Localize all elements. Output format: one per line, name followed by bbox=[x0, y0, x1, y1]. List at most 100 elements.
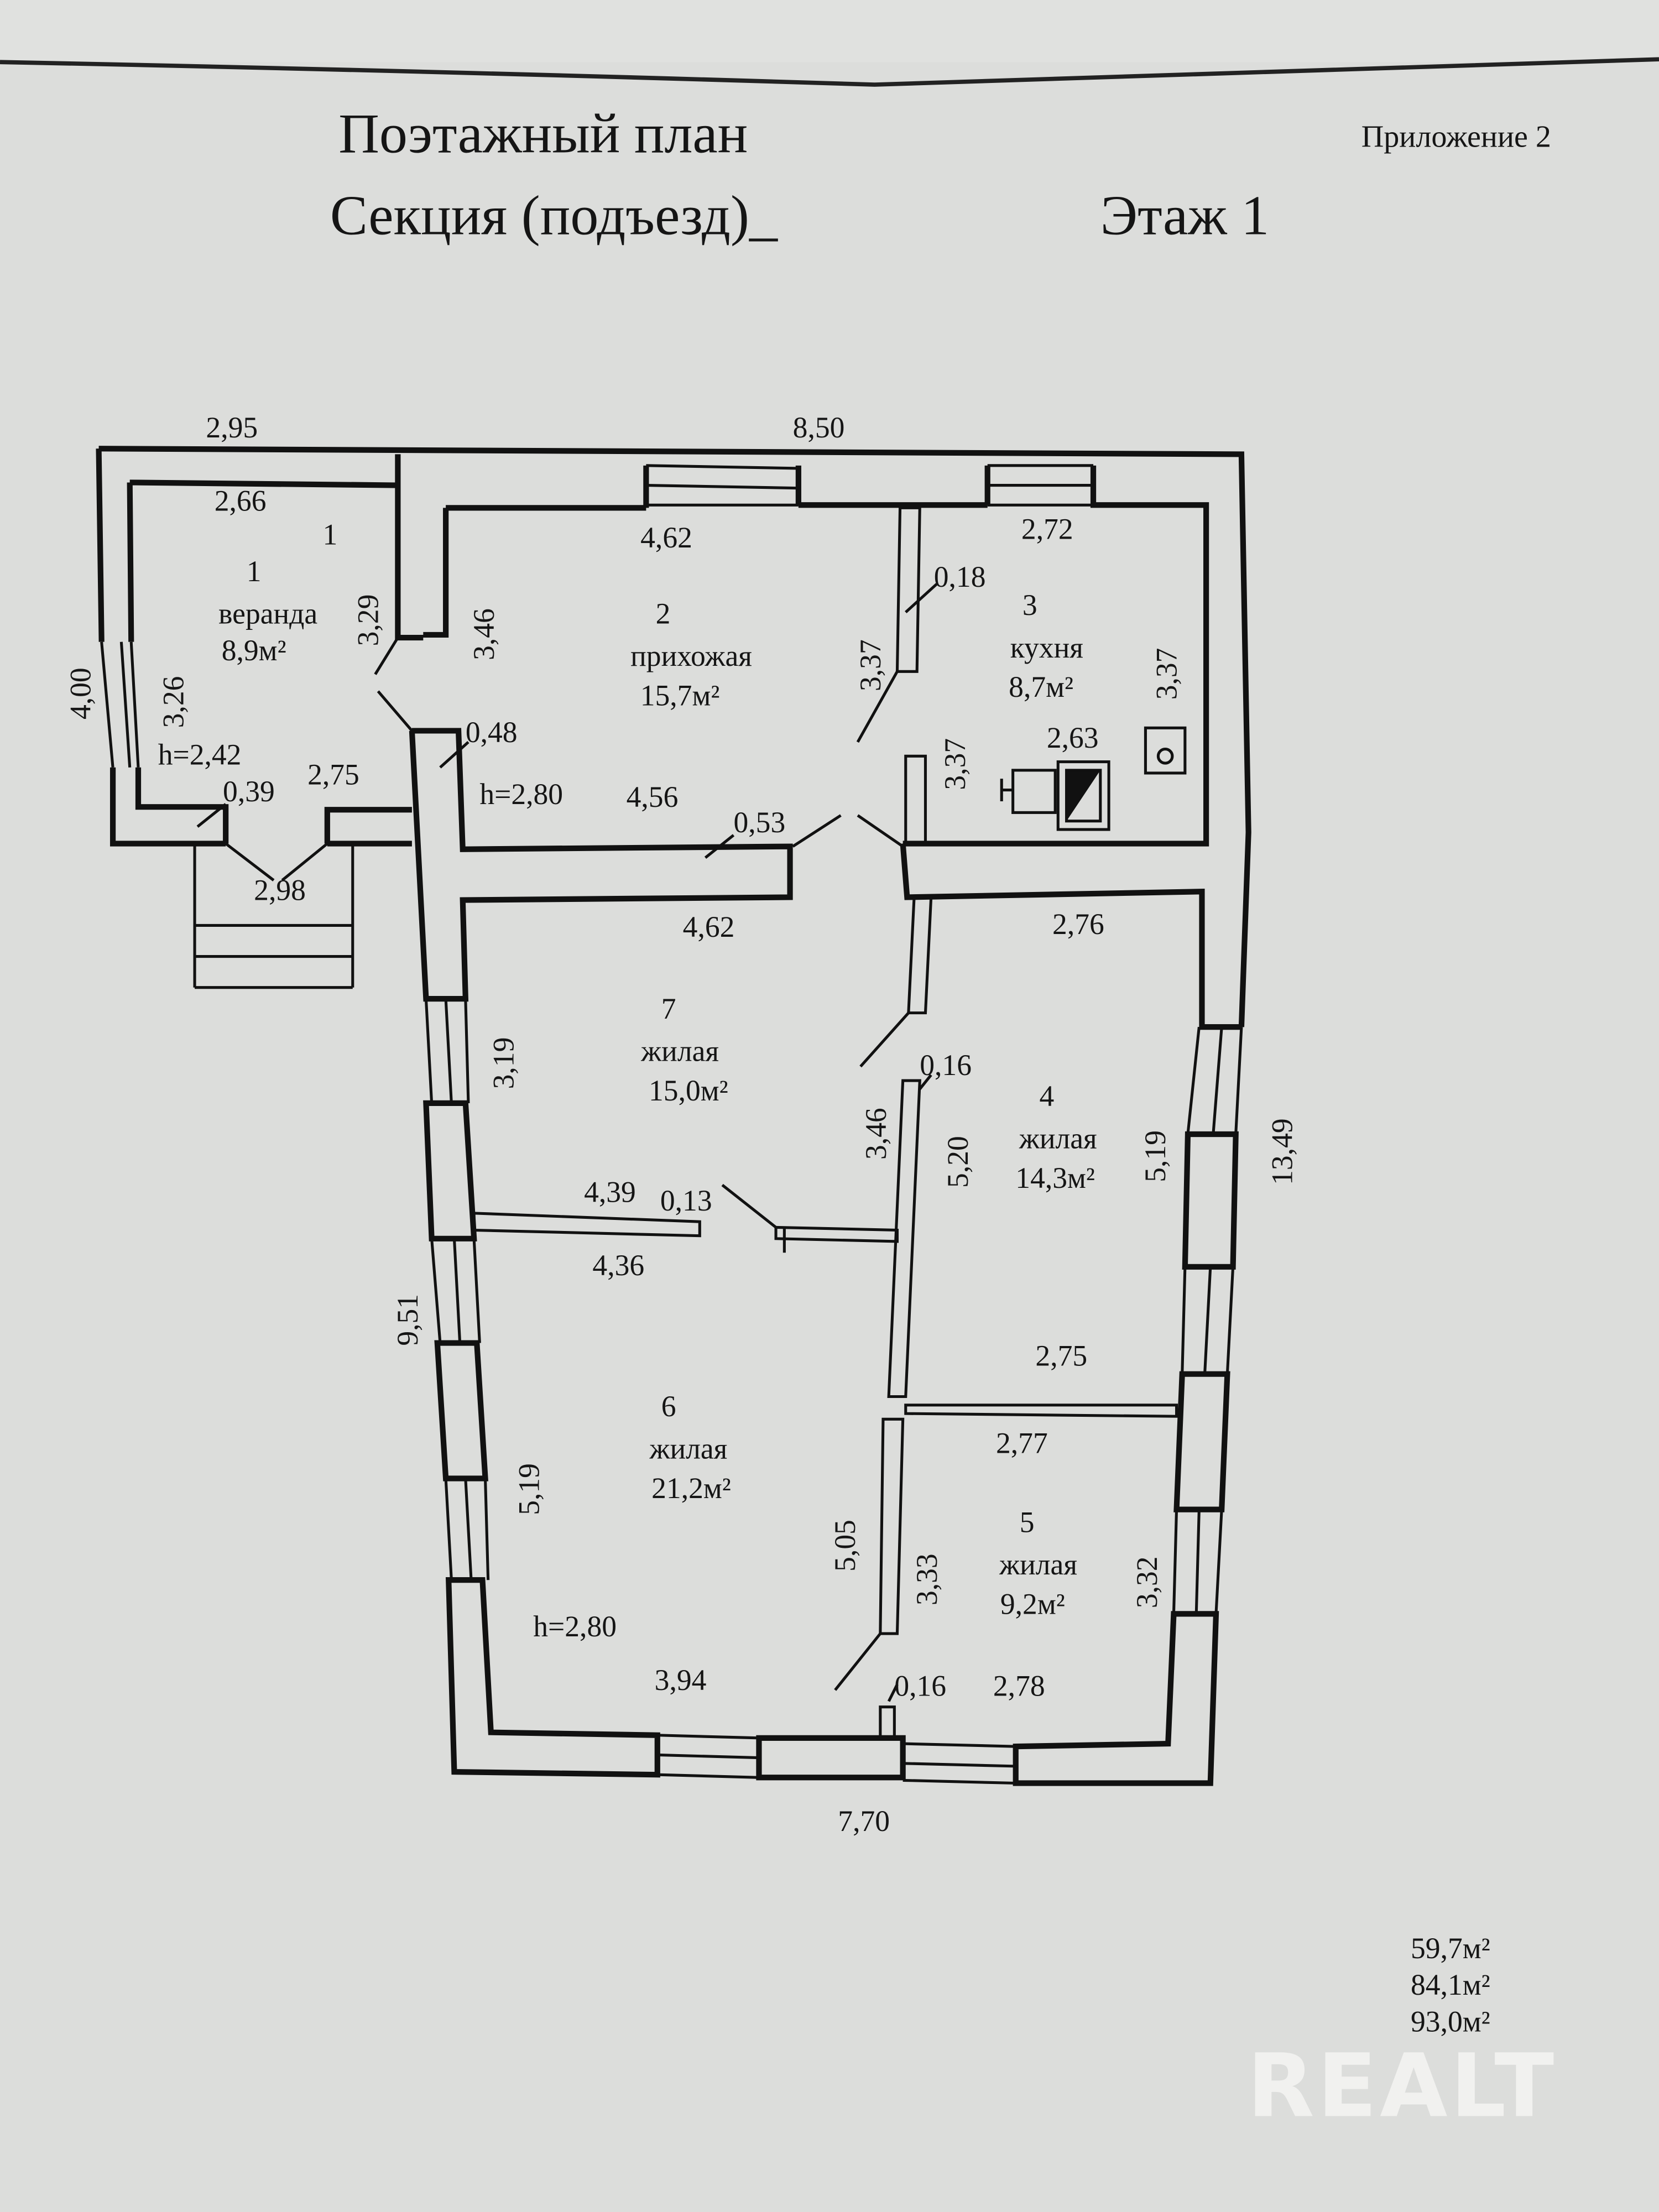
dim-r1-top: 2,66 bbox=[215, 484, 267, 517]
outer-wall-top bbox=[98, 446, 1251, 1027]
partition-stub bbox=[879, 1705, 896, 1740]
partitions bbox=[472, 506, 1178, 1740]
dim-r1-left: 3,26 bbox=[157, 676, 190, 728]
stove-inner bbox=[1065, 769, 1102, 823]
room-5: 5 жилая 9,2м² bbox=[999, 1505, 1077, 1620]
window-room6-a bbox=[430, 1238, 481, 1343]
room-height: h=2,80 bbox=[479, 778, 563, 811]
boiler-circle bbox=[1156, 748, 1174, 765]
dim-outer-right: 13,49 bbox=[1266, 1118, 1299, 1185]
dim-r7-wall: 0,13 bbox=[660, 1184, 712, 1217]
room-name: жилая bbox=[999, 1548, 1077, 1581]
steps bbox=[193, 843, 354, 989]
dim-r2-wall-a: 0,48 bbox=[466, 716, 518, 749]
dim-r2-left: 3,46 bbox=[467, 608, 500, 660]
dim-r7-top: 4,62 bbox=[683, 910, 735, 943]
room-1: 1 веранда 8,9м² h=2,42 bbox=[158, 555, 318, 771]
window-hall bbox=[646, 464, 799, 507]
room-name: веранда bbox=[218, 597, 317, 630]
dim-r1-wall: 0,39 bbox=[223, 775, 275, 808]
dim-r2-bottom: 4,56 bbox=[627, 780, 679, 813]
dim-r5-wall: 0,16 bbox=[894, 1669, 946, 1702]
room-name: жилая bbox=[640, 1034, 719, 1067]
partition-kitchen-bottom bbox=[904, 754, 927, 846]
bottom-pier bbox=[756, 1735, 906, 1781]
dim-r2-right: 3,37 bbox=[854, 639, 887, 691]
room-number: 5 bbox=[1020, 1505, 1035, 1538]
stove-icon bbox=[1056, 760, 1110, 831]
door-hall bbox=[792, 671, 904, 848]
dimensions: 2,95 8,50 2,66 0,39 2,75 2,98 4,62 4,56 … bbox=[64, 411, 1298, 1838]
window-room4-b bbox=[1181, 1266, 1235, 1374]
room-area: 15,0м² bbox=[649, 1074, 728, 1107]
appendix-label: Приложение 2 bbox=[1361, 119, 1551, 154]
partition-room4-top bbox=[907, 895, 933, 1015]
room-name: кухня bbox=[1010, 631, 1083, 664]
room-height: h=2,80 bbox=[533, 1610, 617, 1643]
room-number: 1 bbox=[247, 555, 262, 588]
partition-room6-5 bbox=[879, 1417, 905, 1635]
dim-r7-right: 3,46 bbox=[859, 1108, 893, 1160]
room-area: 21,2м² bbox=[651, 1472, 731, 1505]
room-area: 9,2м² bbox=[1000, 1587, 1065, 1620]
dim-r6-top: 4,36 bbox=[592, 1249, 644, 1282]
room-4: 4 жилая 14,3м² bbox=[1015, 1079, 1097, 1194]
dim-r1-bottom: 2,75 bbox=[307, 758, 359, 791]
partition-room4-left bbox=[887, 1079, 921, 1399]
dim-outer-top: 8,50 bbox=[793, 411, 845, 444]
dim-r6-bottom: 3,94 bbox=[655, 1663, 707, 1697]
total-usable-area: 84,1м² bbox=[1411, 1968, 1490, 2001]
dim-r3-top: 2,72 bbox=[1021, 512, 1073, 545]
hall-bottom-wall bbox=[409, 728, 793, 1002]
door-room5 bbox=[834, 1632, 881, 1691]
dim-r4-bottom: 2,75 bbox=[1035, 1339, 1087, 1372]
dim-r3-stove: 2,63 bbox=[1047, 721, 1099, 754]
doors bbox=[225, 637, 910, 1691]
partition-room4-5 bbox=[904, 1404, 1178, 1418]
sink-tap bbox=[1000, 779, 1013, 801]
dim-r6-left: 5,19 bbox=[512, 1463, 545, 1515]
paper-edge bbox=[0, 0, 1659, 66]
veranda-walls bbox=[96, 448, 398, 847]
dim-r2-wall-b: 0,53 bbox=[734, 806, 786, 839]
door-room4 bbox=[859, 1011, 910, 1068]
dim-r1-right: 3,29 bbox=[352, 594, 385, 646]
dim-r5-bottom: 2,78 bbox=[993, 1669, 1045, 1702]
room-area: 8,7м² bbox=[1009, 670, 1073, 703]
room-number: 7 bbox=[661, 992, 676, 1025]
area-totals: 59,7м² 84,1м² 93,0м² bbox=[1411, 1932, 1490, 2038]
dim-outer-bottom: 7,70 bbox=[838, 1804, 890, 1838]
total-area: 93,0м² bbox=[1411, 2005, 1490, 2038]
room-area: 14,3м² bbox=[1015, 1161, 1095, 1194]
door-porch bbox=[225, 842, 328, 881]
kitchen-bottom-wall bbox=[900, 843, 1241, 1030]
veranda-bottom-wall bbox=[324, 807, 412, 847]
window-kitchen bbox=[987, 464, 1094, 507]
window-veranda bbox=[100, 641, 140, 768]
window-room5-b bbox=[1172, 1509, 1223, 1614]
window-room4-a bbox=[1186, 1026, 1243, 1135]
dim-r4-top: 2,76 bbox=[1052, 907, 1104, 941]
porch-steps bbox=[193, 843, 354, 989]
dim-r7-left: 3,19 bbox=[487, 1037, 520, 1089]
room-area: 15,7м² bbox=[640, 679, 720, 712]
paper-sheet bbox=[0, 62, 1659, 2212]
room-7: 7 жилая 15,0м² bbox=[640, 992, 728, 1107]
room-6: 6 жилая 21,2м² h=2,80 bbox=[533, 1390, 731, 1643]
window-room7 bbox=[424, 998, 470, 1104]
room-name: прихожая bbox=[630, 639, 752, 672]
room-labels: 1 1 веранда 8,9м² h=2,42 2 прихожая 15,7… bbox=[158, 518, 1097, 1643]
floor-label: Этаж 1 bbox=[1100, 184, 1270, 247]
room-number: 2 bbox=[656, 597, 671, 630]
boiler-icon bbox=[1144, 726, 1187, 775]
window-room6-b bbox=[444, 1478, 490, 1580]
room-name: жилая bbox=[649, 1432, 727, 1465]
dim-r6-right: 5,05 bbox=[828, 1520, 862, 1572]
partition-kitchen-top bbox=[895, 506, 921, 673]
room-2: 2 прихожая 15,7м² h=2,80 bbox=[479, 597, 752, 811]
dim-r3-right: 3,37 bbox=[1150, 648, 1183, 700]
dim-r5-left: 3,33 bbox=[910, 1553, 943, 1605]
dim-r2-top: 4,62 bbox=[640, 521, 692, 554]
